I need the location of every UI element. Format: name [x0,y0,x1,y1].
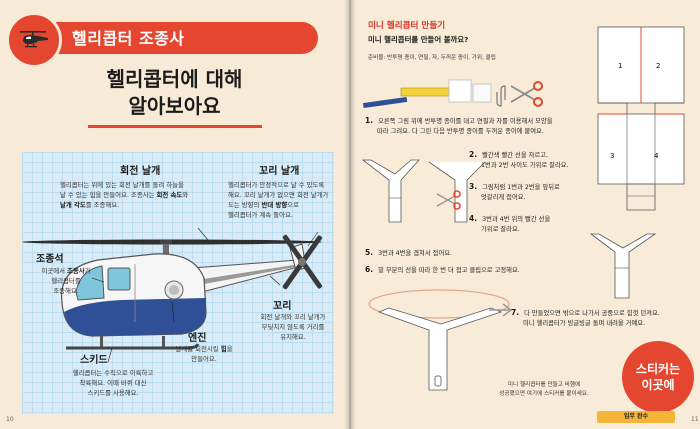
cockpit-description: 이곳에서 조종사가 헬리콥터를 조종해요. [41,267,91,295]
step-scissors-icon [436,190,461,210]
step-1: 1.오른쪽 그림 위에 반투명 종이를 대고 연필과 자를 이용해서 모양을 따… [365,116,553,135]
sticker-spot[interactable]: 스티커는 이곳에 [622,341,694,413]
leader-lines [91,227,319,363]
rotor-mast [163,244,169,258]
step-5: 5.3번과 4번을 겹쳐서 접어요. [365,248,453,257]
template-label-1: 1 [618,62,623,70]
helicopter-illustration [22,227,323,363]
page-number-left: 10 [6,416,14,423]
page-number-right: 11 [691,416,699,423]
rotor-label: 회전 날개 [120,166,161,177]
tail-rotor [282,234,323,290]
skid [66,343,200,350]
cockpit-window [75,265,105,301]
paperclip-icon [496,85,506,107]
step-3-figure [428,161,486,223]
activity-title: 미니 헬리콥터 만들기 [368,21,446,31]
sticker-note: 미니 헬리콥터를 만들고 비행에 성공했으면 여기에 스티커를 붙이세요. [499,382,589,397]
template-label-3: 3 [610,152,615,160]
left-page: 헬리콥터 조종사 헬리콥터에 대해 알아보아요 [0,0,349,429]
materials-illustration [362,79,543,109]
step-3: 3.그림처럼 1번과 2번을 앞뒤로 엇갈리게 접어요. [469,182,560,201]
helicopter-template [597,26,685,211]
header-title: 헬리콥터 조종사 [72,29,185,48]
right-page: 미니 헬리콥터 만들기 미니 헬리콥터를 만들어 볼까요? 준비물: 반투명 종… [351,0,700,429]
step-2: 2.빨간색 빨간 선을 자르고, 1번과 2번 사이도 가위로 잘라요. [469,150,569,169]
header-banner [56,22,318,54]
step-4: 4.3번과 4번 위의 빨간 선을 가위로 잘라요. [469,214,551,233]
tail-label: 꼬리 [273,301,292,312]
activity-subtitle: 미니 헬리콥터를 만들어 볼까요? [368,35,469,44]
materials-list: 준비물: 반투명 종이, 연필, 자, 두꺼운 종이, 가위, 클립 [368,55,496,61]
clip-icon [434,375,442,387]
rotor-hub [160,240,172,244]
arrow-icon [489,303,513,317]
tail-rotor-label: 꼬리 날개 [259,166,300,177]
step-6: 6.밑 부분의 선을 따라 한 번 더 접고 클립으로 고정해요. [365,265,520,274]
cockpit-label: 조종석 [36,254,64,265]
step-7: 7.다 만들었으면 밖으로 나가서 공중으로 힘껏 던져요. 미니 헬리콥터가 … [511,308,660,327]
skid-description: 헬리콥터는 수직으로 이륙하고 착륙해요. 이때 바퀴 대신 스키드를 사용해요… [72,369,154,397]
engine-description: 날개를 회전시킬 힘을 만들어요. [175,345,233,363]
paper-icon [448,79,472,103]
scissors-icon [510,81,543,107]
tail-description: 회전 날개와 꼬리 날개가 부딪치지 않도록 거리를 유지해요. [260,313,326,341]
tail-rotor-description: 헬리콥터가 안정적으로 날 수 있도록 해요. 꼬리 날개가 없으면 회전 날개… [228,181,329,219]
side-window [107,267,131,291]
template-label-4: 4 [654,152,659,160]
cardboard-icon [472,83,492,103]
rotor-description: 헬리콥터는 위에 있는 회전 날개를 돌려 하늘을 날 수 있는 힘을 만들어요… [60,181,189,209]
main-title: 헬리콥터에 대해 알아보아요 [0,66,349,120]
book-gutter [344,0,356,429]
ruler-icon [400,87,450,97]
template-label-2: 2 [656,62,661,70]
helicopter-badge-icon [6,12,62,68]
main-title-line-2: 알아보아요 [128,94,221,118]
step-5-figure [589,233,657,299]
tail-stripe [197,264,301,285]
flying-helicopter-figure [368,289,510,391]
mission-complete-tag: 임무 완수 [597,411,675,423]
title-underline [88,95,262,128]
skid-label: 스키드 [80,355,108,366]
pencil-icon [362,96,408,109]
engine-label: 엔진 [188,333,207,344]
step-2-figure [361,159,420,223]
main-title-line-1: 헬리콥터에 대해 [106,67,243,91]
